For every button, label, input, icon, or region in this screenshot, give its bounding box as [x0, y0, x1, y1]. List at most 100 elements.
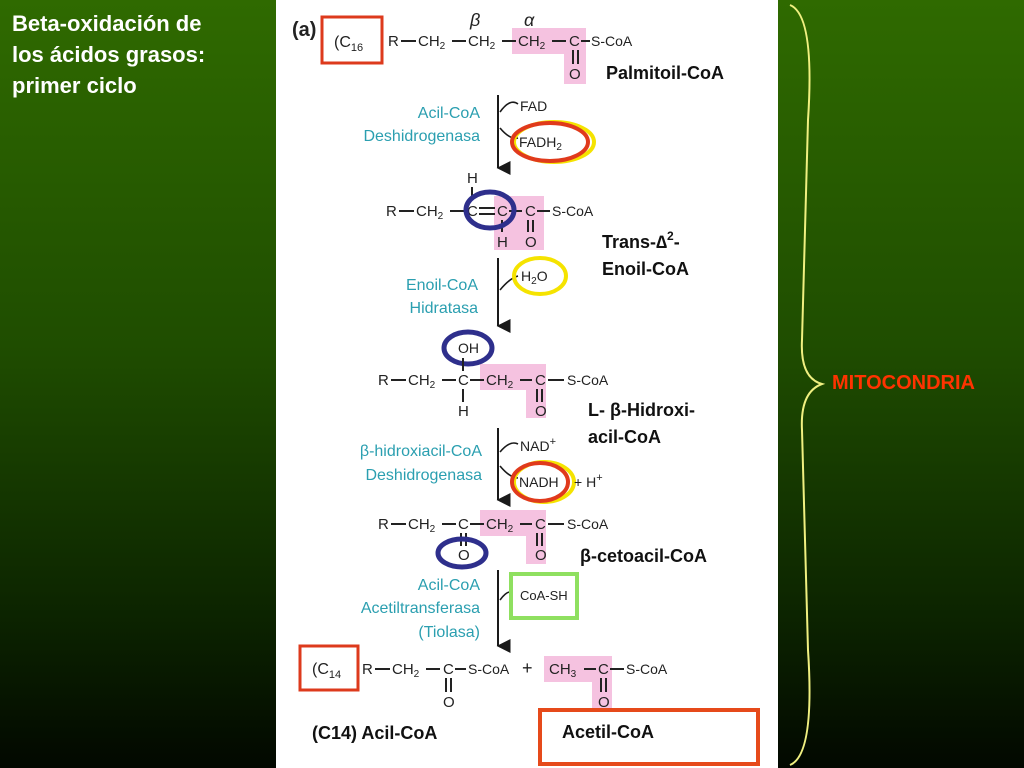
svg-text:Acetiltransferasa: Acetiltransferasa — [361, 600, 480, 617]
svg-text:R: R — [362, 661, 373, 678]
water-ring — [512, 256, 568, 296]
svg-text:R: R — [386, 203, 397, 220]
ch2-c-sub: 2 — [540, 41, 546, 52]
svg-text:Acil-CoA: Acil-CoA — [418, 577, 481, 594]
scoa-1: S-CoA — [591, 33, 633, 49]
fadh2-label: FADH — [519, 134, 556, 150]
svg-text:CH2: CH2 — [468, 33, 496, 52]
svg-text:O: O — [598, 694, 610, 711]
svg-text:CH2: CH2 — [486, 516, 514, 535]
palmitoyl-coa-structure: α β (C16 R CH2 CH2 CH2 C S-CoA O — [320, 10, 633, 84]
svg-text:C: C — [535, 516, 546, 533]
svg-text:S-CoA: S-CoA — [626, 661, 668, 677]
ch3-sub: 3 — [571, 669, 577, 680]
svg-text:R: R — [378, 516, 389, 533]
c14-tag: (C — [312, 661, 329, 678]
trans-enoyl-coa-label: Trans-∆2- Enoil-CoA — [602, 229, 689, 279]
svg-text:C: C — [458, 372, 469, 389]
c16-sub: 16 — [351, 42, 363, 54]
ketoacyl-coa-structure: R CH2 C CH2 C S-CoA O O — [378, 510, 609, 570]
fad-label: FAD — [520, 98, 547, 114]
svg-text:acil-CoA: acil-CoA — [588, 427, 661, 447]
title-line-3: primer ciclo — [12, 73, 137, 98]
hydroxyacyl-coa-label: L- β-Hidroxi- acil-CoA — [588, 400, 695, 447]
carbonyl-o: O — [569, 66, 581, 83]
enzyme-acyl-coa-dehydrogenase: Acil-CoA Deshidrogenasa — [363, 105, 480, 145]
svg-text:CH2: CH2 — [418, 33, 446, 52]
nadh-ring-inner — [510, 461, 570, 503]
svg-text:CH2: CH2 — [408, 372, 436, 391]
svg-text:O: O — [535, 403, 547, 420]
svg-text:Enoil-CoA: Enoil-CoA — [406, 277, 478, 294]
alpha-label: α — [524, 10, 535, 30]
svg-text:Trans-∆2-: Trans-∆2- — [602, 229, 680, 252]
svg-text:H2O: H2O — [521, 268, 548, 287]
svg-text:S-CoA: S-CoA — [567, 372, 609, 388]
enzyme-hydroxyacyl-dehydrogenase: β-hidroxiacil-CoA Deshidrogenasa — [360, 443, 482, 484]
svg-text:C: C — [443, 661, 454, 678]
svg-text:S-CoA: S-CoA — [552, 203, 594, 219]
svg-text:H: H — [497, 234, 508, 251]
ch2-a-sub: 2 — [440, 41, 446, 52]
water-h: H — [521, 268, 531, 284]
ketoacyl-coa-label: β-cetoacil-CoA — [580, 546, 707, 566]
svg-text:CH3: CH3 — [549, 661, 577, 680]
nadh-h-label: + H — [574, 474, 596, 490]
title-line-2: los ácidos grasos: — [12, 42, 206, 67]
carbonyl-c: C — [569, 33, 580, 50]
svg-text:O: O — [535, 547, 547, 564]
svg-text:CH2: CH2 — [416, 203, 444, 222]
carbonyl-highlight — [564, 28, 586, 84]
hydroxyl-ring — [441, 329, 495, 367]
trans-enoyl-line2: Enoil-CoA — [602, 259, 689, 279]
c16-box — [320, 15, 384, 65]
svg-text:C: C — [497, 203, 508, 220]
svg-text:S-CoA: S-CoA — [567, 516, 609, 532]
c14-acyl-coa-label: (C14) Acil-CoA — [312, 723, 437, 743]
svg-text:C: C — [525, 203, 536, 220]
nadh-h-sup: + — [596, 472, 602, 484]
svg-text:β-hidroxiacil-CoA: β-hidroxiacil-CoA — [360, 443, 482, 460]
title-line-1: Beta-oxidación de — [12, 11, 202, 36]
palmitoyl-coa-label: Palmitoil-CoA — [606, 63, 724, 83]
svg-text:FADH2: FADH2 — [519, 134, 562, 153]
svg-text:+ H+: + H+ — [574, 472, 603, 490]
hydroxyacyl-coa-structure: OH R CH2 C CH2 C S-CoA H O — [378, 329, 609, 420]
ch2-b-sub: 2 — [490, 41, 496, 52]
svg-text:NAD+: NAD+ — [520, 436, 556, 454]
coash-box — [509, 572, 579, 620]
r-atom: R — [388, 33, 399, 50]
svg-text:O: O — [443, 694, 455, 711]
mitochondria-label: MITOCONDRIA — [832, 372, 975, 394]
trans-enoyl-dash: - — [674, 232, 680, 252]
c14-sub: 14 — [329, 669, 341, 681]
trans-enoyl-line1: Trans-∆ — [602, 232, 667, 252]
svg-text:(Tiolasa): (Tiolasa) — [418, 624, 480, 641]
water-sub: 2 — [531, 276, 537, 287]
ch2-c: CH — [518, 33, 540, 50]
enzyme-enoyl-coa-hydratase: Enoil-CoA Hidratasa — [406, 277, 478, 317]
svg-text:Hidratasa: Hidratasa — [410, 300, 479, 317]
svg-text:C: C — [458, 516, 469, 533]
ch3: CH — [549, 661, 571, 678]
trans-enoyl-coa-structure: R CH2 C C C S-CoA H H O — [386, 170, 594, 251]
fadh2-ring-inner — [510, 121, 590, 163]
svg-text:L- β-Hidroxi-: L- β-Hidroxi- — [588, 400, 695, 420]
ketone-ring — [435, 536, 489, 570]
svg-text:CH2: CH2 — [486, 372, 514, 391]
svg-text:O: O — [525, 234, 537, 251]
products-structure: (C14 R CH2 C S-CoA O + CH3 C S-CoA O — [298, 644, 668, 711]
acetyl-coa-box — [538, 708, 760, 766]
svg-text:CH2: CH2 — [408, 516, 436, 535]
enzyme-thiolase: Acil-CoA Acetiltransferasa (Tiolasa) — [361, 577, 481, 641]
svg-text:C: C — [467, 203, 478, 220]
svg-text:(C16: (C16 — [334, 34, 363, 54]
products-plus: + — [522, 658, 533, 678]
water-o: O — [537, 268, 548, 284]
nad-sup: + — [550, 436, 556, 448]
slide-title: Beta-oxidación de los ácidos grasos: pri… — [12, 8, 262, 101]
svg-text:S-CoA: S-CoA — [468, 661, 510, 677]
svg-text:H: H — [467, 170, 478, 187]
c16-tag: (C — [334, 34, 351, 51]
